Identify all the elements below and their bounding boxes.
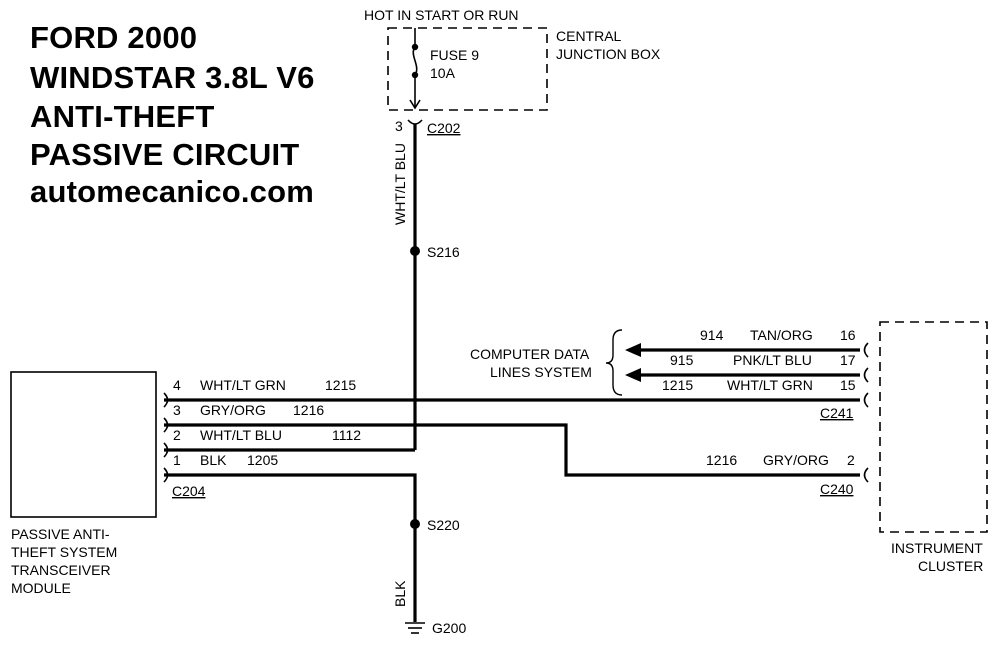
diagram-title-line-3: ANTI-THEFT (30, 99, 215, 134)
data-line-1-color: TAN/ORG (750, 327, 813, 343)
c202-label: C202 (427, 120, 461, 136)
cluster-label-line-1: INSTRUMENT (891, 540, 983, 556)
diagram-title-line-2: WINDSTAR 3.8L V6 (30, 60, 315, 95)
pin-2-circuit: 1112 (332, 427, 361, 443)
g200-label: G200 (432, 620, 466, 636)
data-line-wires (640, 348, 860, 377)
instrument-cluster-box (879, 321, 988, 533)
module-label-line-4: MODULE (11, 580, 71, 596)
data-line-3-color: WHT/LT GRN (727, 377, 813, 393)
cluster-gry-pin: 2 (847, 452, 855, 468)
ground-icon (405, 622, 425, 634)
c202-connector-icon (407, 119, 423, 125)
fuse-rating: 10A (430, 65, 456, 81)
cluster-label-line-2: CLUSTER (918, 558, 983, 574)
hot-in-start-or-run-label: HOT IN START OR RUN (364, 7, 519, 23)
data-line-2-circuit: 915 (670, 352, 694, 368)
data-line-2-pin: 17 (840, 352, 856, 368)
data-lines-brace-icon (605, 329, 623, 396)
cluster-connector-icon (863, 342, 869, 483)
pin-4-circuit: 1215 (325, 377, 356, 393)
feed-wire-color-label: WHT/LT BLU (392, 143, 408, 225)
ground-wire-color-label: BLK (392, 580, 408, 607)
c204-label: C204 (172, 483, 206, 499)
data-line-1-pin: 16 (840, 327, 856, 343)
s220-splice-icon (410, 519, 420, 529)
pin-4-number: 4 (173, 377, 181, 393)
pin-2-color: WHT/LT BLU (200, 427, 282, 443)
data-line-arrow-icon (625, 368, 641, 382)
pin-2-number: 2 (173, 427, 181, 443)
central-junction-box (387, 27, 548, 111)
pin-3-number: 3 (173, 402, 181, 418)
fuse-icon (409, 28, 421, 110)
fuse-name: FUSE 9 (430, 47, 479, 63)
s216-splice-icon (410, 246, 420, 256)
junction-box-label-line-1: CENTRAL (556, 28, 622, 44)
data-line-2-color: PNK/LT BLU (733, 352, 812, 368)
module-label-line-1: PASSIVE ANTI- (11, 526, 110, 542)
s216-label: S216 (427, 244, 460, 260)
pin-3-circuit: 1216 (293, 402, 324, 418)
computer-data-label-line-1: COMPUTER DATA (470, 346, 590, 362)
data-line-3-circuit: 1215 (662, 377, 693, 393)
c204-connector-icon (163, 392, 169, 483)
module-wires (164, 398, 860, 622)
transceiver-module-box (10, 371, 157, 518)
website-label: automecanico.com (30, 174, 315, 209)
pin-1-number: 1 (173, 452, 181, 468)
c202-pin-number: 3 (395, 118, 403, 134)
pin-1-color: BLK (200, 452, 227, 468)
c241-label: C241 (820, 405, 854, 421)
module-label-line-3: TRANSCEIVER (11, 562, 111, 578)
data-line-3-pin: 15 (840, 377, 856, 393)
data-line-1-circuit: 914 (700, 327, 724, 343)
junction-box-label-line-2: JUNCTION BOX (556, 46, 661, 62)
pin-1-circuit: 1205 (247, 452, 278, 468)
diagram-title-line-4: PASSIVE CIRCUIT (30, 137, 300, 172)
diagram-title-line-1: FORD 2000 (30, 20, 198, 55)
module-label-line-2: THEFT SYSTEM (11, 544, 117, 560)
data-line-arrow-icon (625, 343, 641, 357)
cluster-gry-circuit: 1216 (706, 452, 737, 468)
cluster-gry-color: GRY/ORG (763, 452, 829, 468)
computer-data-label-line-2: LINES SYSTEM (490, 364, 592, 380)
pin-3-color: GRY/ORG (200, 402, 266, 418)
pin-4-color: WHT/LT GRN (200, 377, 286, 393)
c240-label: C240 (820, 481, 854, 497)
s220-label: S220 (427, 517, 460, 533)
